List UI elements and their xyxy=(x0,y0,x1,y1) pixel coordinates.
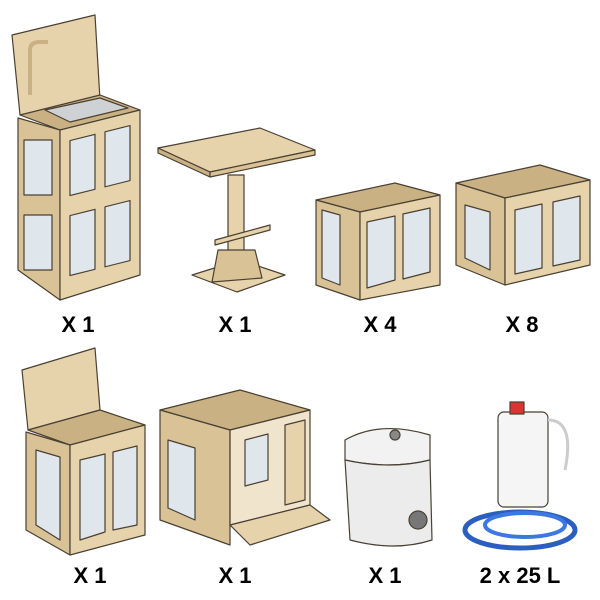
quantity-label-portable-toilet: X 1 xyxy=(368,563,402,588)
table-illustration xyxy=(157,127,316,293)
sink-cabinet-illustration xyxy=(11,14,141,301)
water-container-illustration xyxy=(462,401,578,551)
quantity-label-large-cabinet: X 8 xyxy=(505,312,539,337)
quantity-label-lid-cabinet: X 1 xyxy=(73,563,107,588)
quantity-label-table: X 1 xyxy=(218,312,252,337)
quantity-label-toilet-enclosure: X 1 xyxy=(218,563,252,588)
quantity-label-sink-cabinet: X 1 xyxy=(61,312,95,337)
lid-cabinet-illustration xyxy=(21,347,146,556)
quantity-label-water-container: 2 x 25 L xyxy=(479,563,561,588)
large-cabinet-illustration xyxy=(455,164,591,286)
toilet-enclosure-illustration xyxy=(159,389,331,546)
quantity-label-small-cabinet: X 4 xyxy=(363,312,397,337)
portable-toilet-illustration xyxy=(344,428,433,547)
small-cabinet-illustration xyxy=(315,182,441,301)
